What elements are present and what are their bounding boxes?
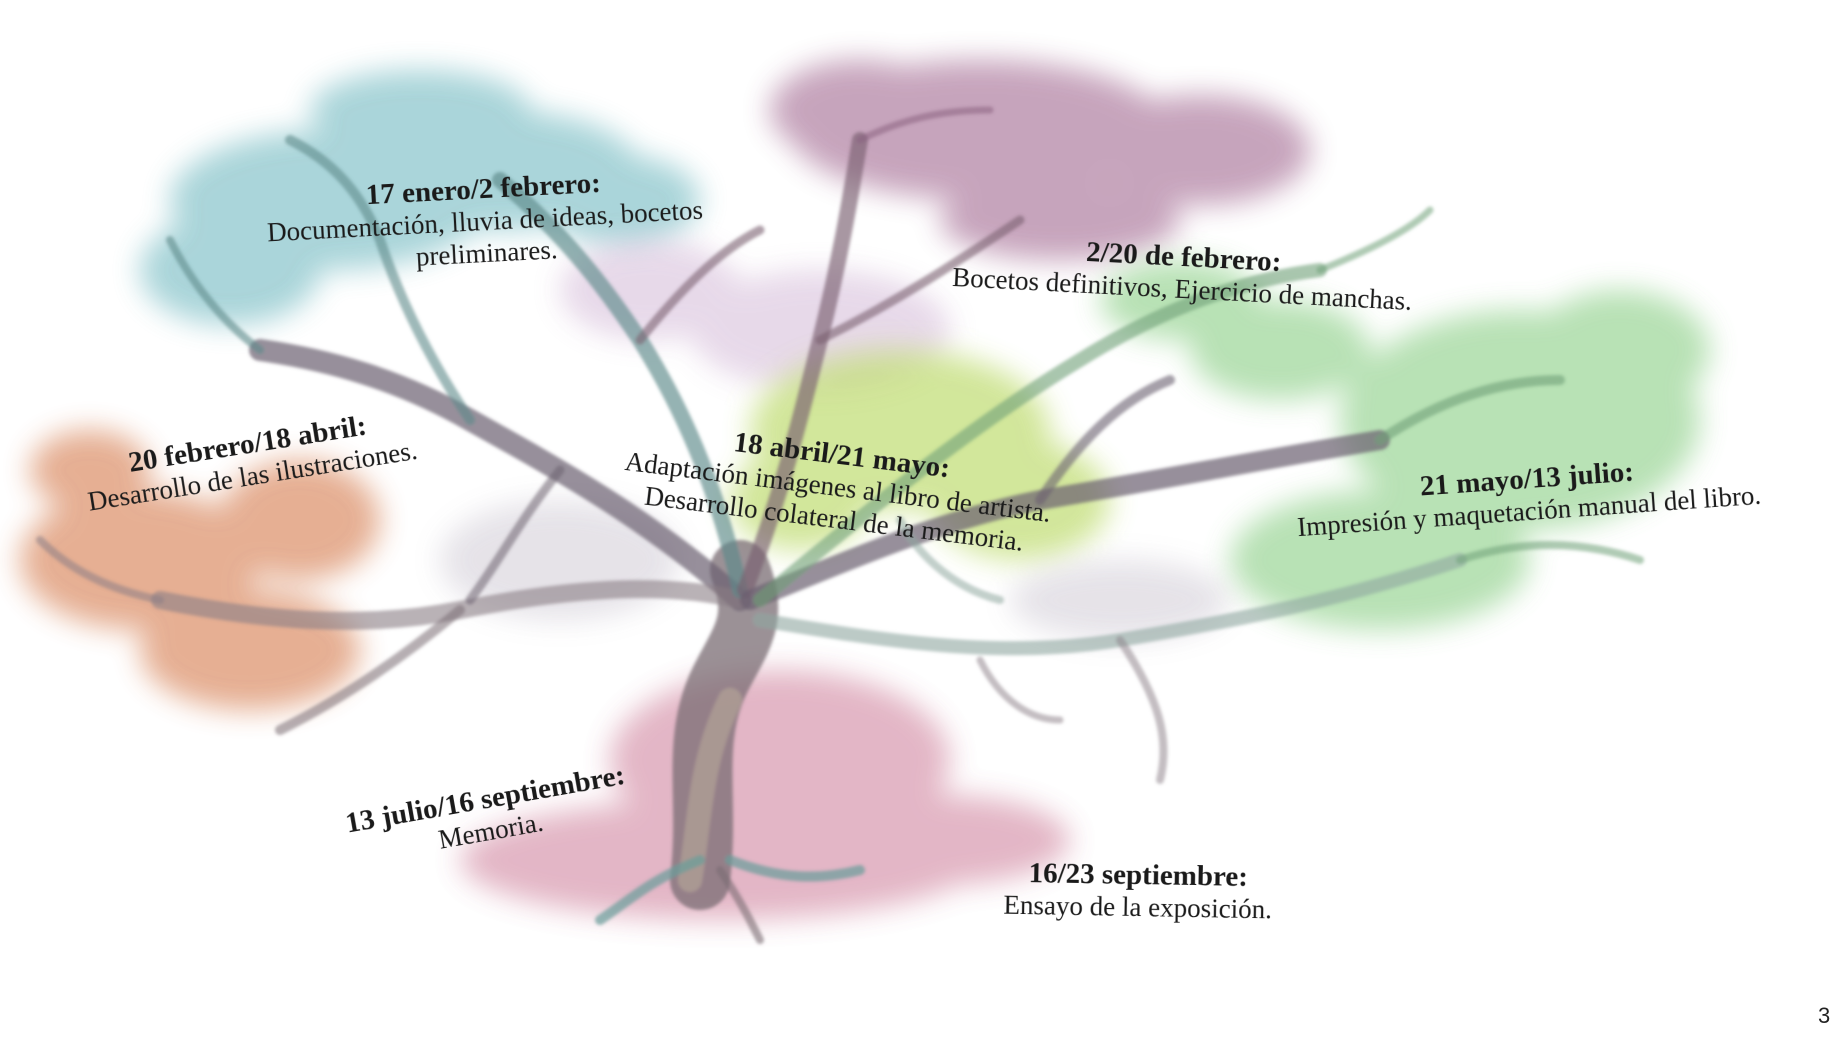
- orange-foliage: [20, 430, 380, 710]
- milestone-description: Ensayo de la exposición.: [1003, 889, 1273, 925]
- teal-foliage: [140, 70, 700, 325]
- milestone-exhibition-rehearsal: 16/23 septiembre: Ensayo de la exposició…: [947, 855, 1328, 928]
- tree-branches: [36, 106, 1644, 944]
- page-number: 3: [1818, 1003, 1831, 1028]
- purple-foliage: [770, 60, 1310, 260]
